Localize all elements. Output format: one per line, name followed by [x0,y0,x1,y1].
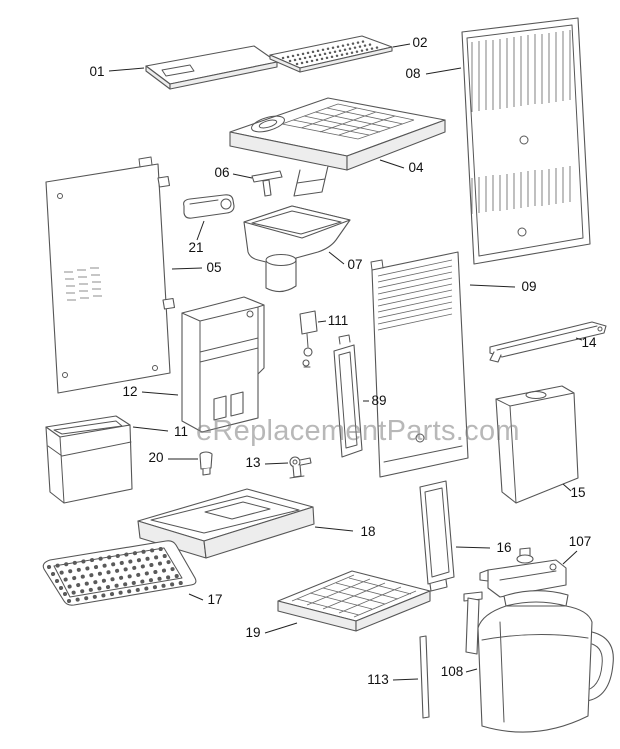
part-11-drawer-bin [45,415,133,504]
part-number-label: 01 [89,64,104,79]
leader-line [171,267,203,270]
part-number-label: 16 [496,540,511,555]
leader-line [465,668,478,673]
callout-01: 01 [89,64,145,79]
callout-08: 08 [405,66,462,81]
part-number-label: 02 [412,35,427,50]
callout-113: 113 [367,672,419,687]
part-07-funnel [243,205,351,293]
callout-11: 11 [132,424,188,439]
part-number-label: 111 [328,313,349,328]
part-number-label: 07 [347,257,362,272]
part-number-label: 06 [214,165,229,180]
leader-line [469,284,516,288]
part-number-label: 12 [122,384,137,399]
part-number-label: 09 [521,279,536,294]
leader-line [132,426,169,432]
part-05-left-side-panel [45,156,176,394]
part-number-label: 18 [360,524,375,539]
leader-line [108,67,145,72]
leader-line [575,337,583,341]
part-108-milk-carafe [463,590,614,733]
part-06-key [251,170,283,197]
callout-04: 04 [379,159,424,175]
part-number-label: 21 [188,240,203,255]
part-89-bracket-panel [333,334,363,458]
callout-05: 05 [171,260,222,275]
callout-21: 21 [188,220,205,255]
part-number-label: 13 [245,455,260,470]
part-number-label: 05 [206,260,221,275]
part-09-rear-panel [370,251,469,478]
leader-line [314,526,354,532]
part-17-drip-grate [42,540,197,606]
part-number-label: 08 [405,66,420,81]
part-number-label: 04 [408,160,424,175]
leader-line [317,320,327,323]
callout-09: 09 [469,279,537,294]
part-04-top-housing [229,97,446,197]
part-107-carafe-lid [479,547,567,598]
callout-111: 111 [317,313,349,328]
leader-line [392,678,419,681]
part-12-dispenser-unit [181,296,265,433]
callout-20: 20 [148,450,198,465]
leader-line [232,173,253,179]
part-number-label: 15 [570,485,585,500]
part-18-drip-tray [137,488,315,559]
part-15-water-tank [495,385,579,504]
part-21-scoop [183,194,235,219]
part-number-label: 19 [245,625,260,640]
callout-06: 06 [214,165,253,180]
part-16-side-strip [419,480,455,592]
part-number-label: 113 [367,672,389,687]
callout-108: 108 [441,664,478,679]
leader-line [392,43,411,48]
part-113-tube [419,635,430,719]
callout-12: 12 [122,384,179,399]
part-number-label: 108 [441,664,464,679]
leader-line [264,622,298,634]
leader-line [425,67,462,75]
leader-line [264,462,289,465]
callout-16: 16 [455,540,512,555]
leader-line [188,593,204,601]
callout-15: 15 [562,483,586,500]
part-number-label: 107 [569,534,592,549]
part-number-label: 17 [207,592,222,607]
part-02-vent-grille [269,35,393,73]
leader-line [455,546,491,549]
part-number-label: 11 [174,424,188,439]
leader-line [141,391,179,396]
part-number-label: 20 [148,450,163,465]
callout-17: 17 [188,592,223,607]
part-20-pin [199,451,213,476]
callout-89: 89 [363,393,387,408]
leader-line [328,251,345,265]
leader-line [562,550,578,565]
callout-19: 19 [245,622,298,640]
leader-line [562,483,572,492]
part-19-base-plate [277,570,431,632]
callout-13: 13 [245,455,289,470]
part-number-label: 89 [371,393,386,408]
part-01-top-lid [145,45,278,90]
part-13-valve [289,456,312,479]
leader-line [379,159,405,169]
part-111-hinge-hardware [299,310,318,368]
callout-107: 107 [562,534,592,565]
part-08-right-side-panel [461,17,591,265]
part-number-label: 14 [581,335,597,350]
callout-07: 07 [328,251,363,272]
part-14-rail [489,321,607,363]
leader-line [196,220,205,241]
callout-14: 14 [575,335,597,350]
callout-02: 02 [392,35,428,50]
callout-18: 18 [314,524,376,539]
